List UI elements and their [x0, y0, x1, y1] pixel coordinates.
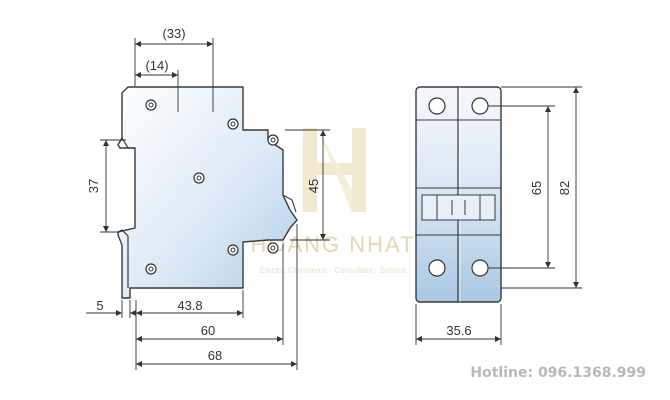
side-view — [117, 86, 298, 299]
dim-top-inner: (14) — [145, 58, 168, 73]
screw-icon — [193, 172, 205, 184]
dim-top-outer: (33) — [162, 26, 185, 41]
dim-bottom-2: 60 — [201, 323, 215, 338]
front-view — [415, 86, 502, 303]
screw-icon — [227, 118, 239, 130]
hotline-text: Hotline: 096.1368.999 — [470, 365, 646, 381]
dim-outer-height: 82 — [557, 181, 572, 195]
screw-icon — [227, 244, 239, 256]
screw-icon — [267, 134, 279, 146]
watermark-tagline: Electric Commerce - Consultant - Service — [260, 266, 407, 275]
side-view-dimensions — [86, 38, 330, 370]
dim-bottom-3: 68 — [208, 348, 222, 363]
dim-left-height: 37 — [86, 179, 101, 193]
watermark-logo-icon — [303, 128, 366, 212]
dim-front-width: 35.6 — [446, 323, 471, 338]
terminal-hole-icon — [428, 97, 446, 115]
dim-inner-height: 65 — [529, 181, 544, 195]
screw-icon — [267, 242, 279, 254]
dim-slot-height: 45 — [306, 179, 321, 193]
screw-icon — [145, 99, 157, 111]
terminal-hole-icon — [471, 259, 489, 277]
terminal-hole-icon — [471, 97, 489, 115]
dim-bottom-small: 5 — [96, 298, 103, 313]
screw-icon — [145, 263, 157, 275]
terminal-hole-icon — [428, 259, 446, 277]
front-view-dimensions — [415, 86, 582, 345]
dim-bottom-1: 43.8 — [177, 298, 202, 313]
toggle-lever — [421, 194, 496, 221]
